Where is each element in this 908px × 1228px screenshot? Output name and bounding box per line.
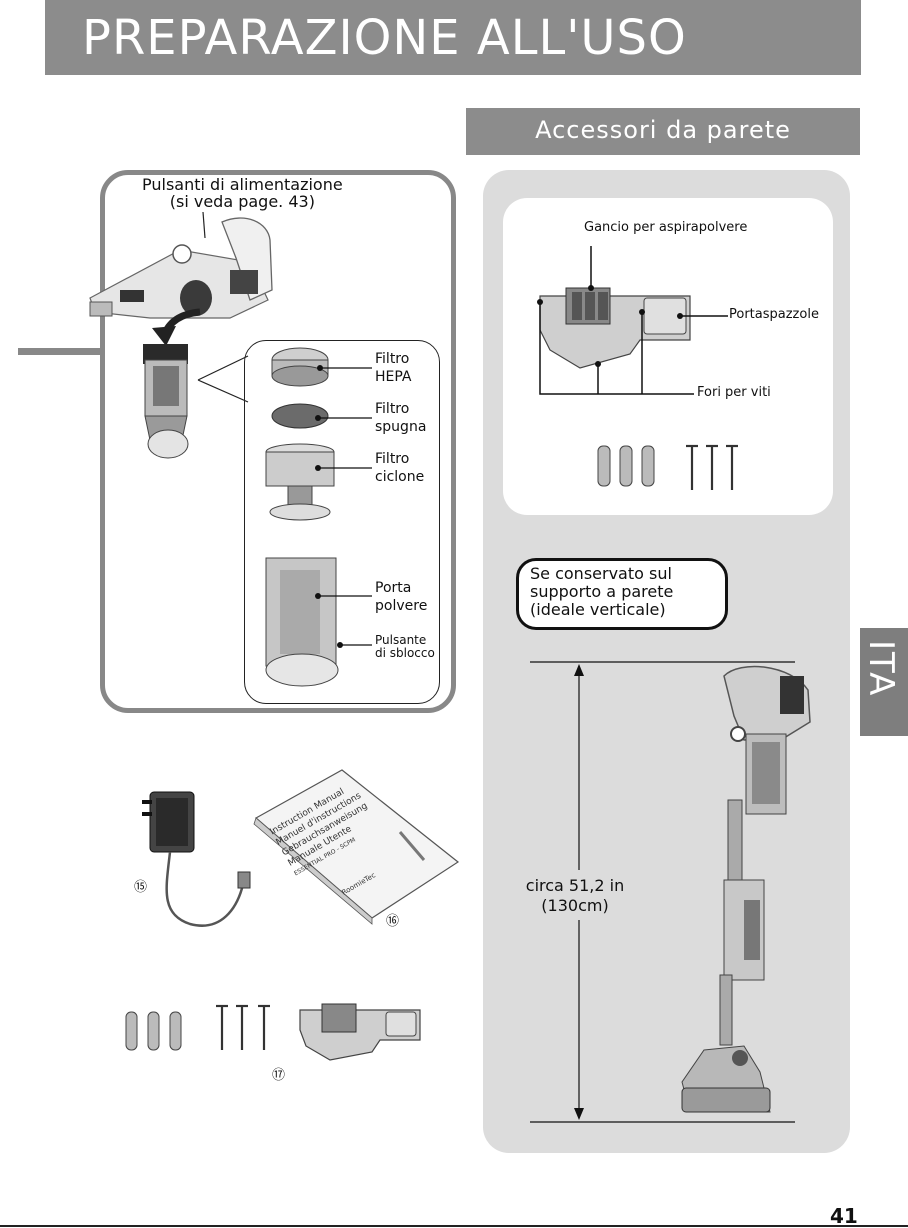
item-16-number: ⑯ [386, 914, 400, 929]
dust-cup-label: Porta polvere [375, 580, 428, 614]
power-buttons-label: Pulsanti di alimentazione (si veda page.… [142, 175, 343, 211]
charger-illustration [142, 791, 251, 927]
footer-rule [0, 1225, 908, 1227]
cyclone-filter-label: Filtro ciclone [375, 451, 425, 485]
sponge-filter-label: Filtro spugna [375, 401, 427, 435]
manual-illustration [253, 769, 460, 925]
language-tab-text-wrap: ITA [866, 640, 896, 730]
page-number: 41 [830, 1204, 858, 1228]
section-banner [466, 108, 860, 155]
wall-mount-kit-illustration [299, 1003, 421, 1061]
title-banner [45, 0, 861, 75]
wall-storage-note: Se conservato sul supporto a parete (ide… [530, 564, 674, 619]
release-button-label: Pulsante di sblocco [375, 633, 435, 660]
wall-mount-illustration [539, 287, 691, 369]
wall-storage-note-box [516, 558, 728, 630]
item-17-number: ⑰ [272, 1068, 286, 1083]
stick-vacuum-illustration [681, 665, 811, 1113]
section-title: Accessori da parete [535, 116, 791, 144]
accessory-card [503, 198, 833, 515]
vacuum-hook-label: Gancio per aspirapolvere [584, 220, 748, 235]
height-label: circa 51,2 in (130cm) [525, 876, 625, 915]
language-tab-label: ITA [866, 640, 896, 698]
screw-holes-label: Fori per viti [697, 385, 771, 400]
handheld-vacuum-illustration [89, 217, 273, 319]
dust-container-illustration [143, 344, 189, 459]
item-15-number: ⑮ [134, 880, 148, 895]
language-tab [860, 628, 908, 736]
hepa-filter-label: Filtro HEPA [375, 351, 412, 385]
page-title: PREPARAZIONE ALL'USO [82, 10, 687, 66]
side-marker [18, 348, 102, 355]
brush-holder-label: Portaspazzole [729, 307, 819, 322]
